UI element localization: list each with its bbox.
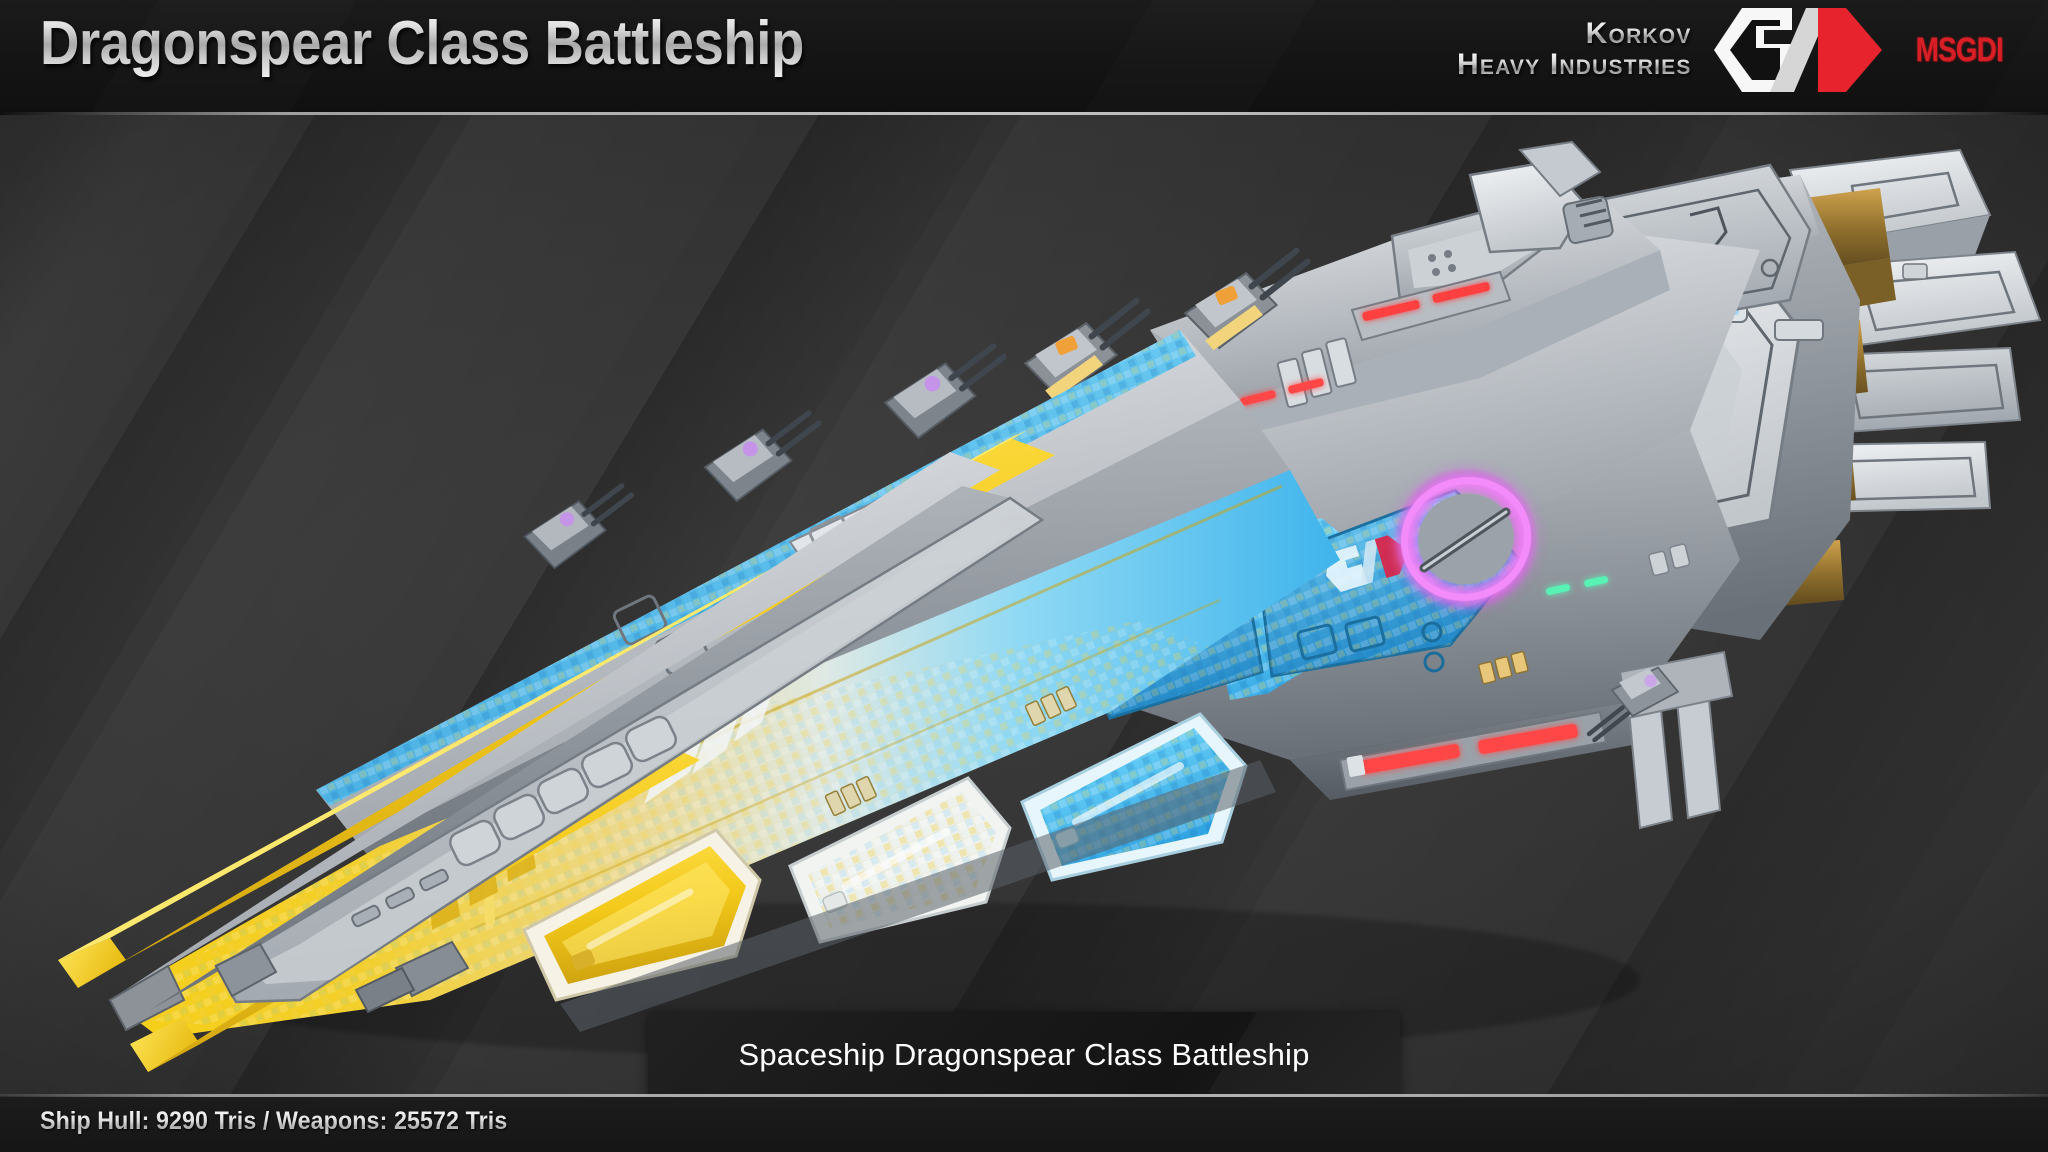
brand-line-1: Korkov [1585,17,1692,51]
header-bar: Dragonspear Class Battleship Korkov Heav… [0,0,2048,115]
footer-bar [0,1096,2048,1152]
studio-tag: MSGDI [1915,30,2003,69]
ship-superstructure [1150,140,1670,440]
caption-panel: Spaceship Dragonspear Class Battleship [648,1012,1400,1098]
red-strip-lights [1338,710,1608,792]
turret-aft-lower [1586,666,1680,743]
status-lights [1478,543,1691,685]
footer-divider [0,1094,2048,1097]
brand-name: Korkov Heavy Industries [1457,19,1692,80]
turret [523,483,634,570]
ship-bow-prongs [58,430,1055,1072]
turret [883,343,1007,440]
turret [1023,297,1151,401]
tri-count-stats: Ship Hull: 9290 Tris / Weapons: 25572 Tr… [40,1107,508,1135]
page-title: Dragonspear Class Battleship [40,9,804,78]
ring-thruster [1394,467,1538,611]
dorsal-pads [448,715,678,867]
caption-text: Spaceship Dragonspear Class Battleship [738,1037,1310,1072]
turret [703,410,822,503]
brand-block: Korkov Heavy Industries MSGDI [1457,4,2012,96]
ventral-hangar-pods [522,712,1276,1032]
underhull-greebles [354,940,470,1014]
brand-line-2: Heavy Industries [1457,48,1692,81]
header-divider [0,112,2048,115]
turret [1183,247,1311,351]
deck-turret-array [523,247,1311,570]
korkov-chevron-slash-logo-icon [1713,8,1882,92]
